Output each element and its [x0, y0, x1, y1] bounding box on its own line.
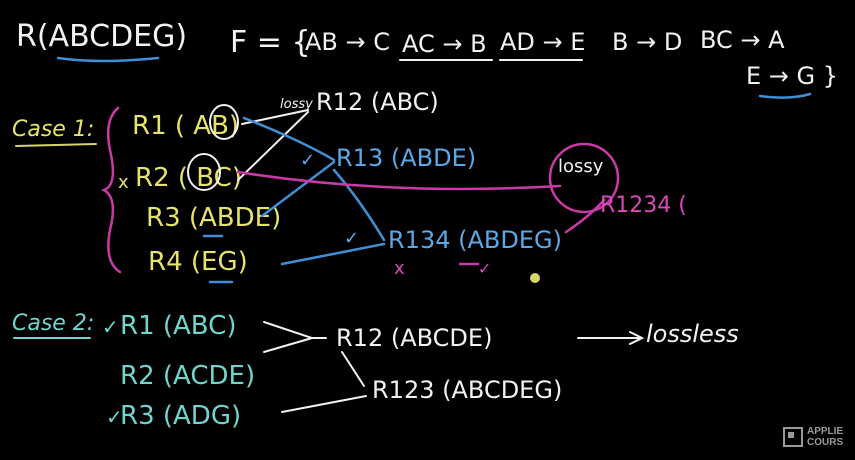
logo-line2: COURS: [807, 437, 844, 448]
case1-r4: R4 (EG): [148, 247, 248, 277]
check-r13: ✓: [300, 150, 315, 171]
case1-r12: R12 (ABC): [316, 88, 439, 116]
case2-r1: R1 (ABC): [120, 311, 236, 341]
fd-6: E → G }: [746, 62, 838, 90]
fd-3: AD → E: [500, 28, 585, 56]
arrow-r134-r1234: [564, 198, 606, 234]
case1-x-marker: x: [118, 172, 129, 193]
arrow-r4-r134: [280, 242, 386, 266]
case1-underline: [15, 143, 97, 147]
arrow-r13-r134: [332, 168, 386, 242]
pointer-dot: [530, 273, 540, 283]
case1-r1234: R1234 (: [600, 193, 687, 218]
case2-label: Case 2:: [12, 311, 94, 336]
logo-text: APPLIE COURS: [807, 426, 843, 448]
relation-underline: [56, 56, 160, 63]
case2-r12: R12 (ABCDE): [336, 324, 492, 352]
arrow-r3-r13: [260, 160, 336, 218]
applied-course-logo: APPLIE COURS: [783, 420, 853, 454]
fd-1: AB → C: [305, 28, 390, 56]
case2-r3: R3 (ADG): [120, 401, 241, 431]
case1-r134: R134 (ABDEG): [388, 226, 562, 254]
lossy-circle-label: lossy: [558, 156, 604, 177]
arrow-r2-r12: [237, 111, 309, 181]
arrow-r2-lossy: [236, 170, 562, 191]
fd-label: F = {: [230, 25, 311, 60]
arrow-r12-r123: [341, 351, 365, 387]
case1-r3: R3 (ABDE): [146, 203, 281, 233]
case2-r2: R2 (ACDE): [120, 361, 255, 391]
logo-line1: APPLIE: [807, 426, 844, 437]
arrow-r1-r13: [242, 116, 336, 162]
fd-2: AC → B: [402, 30, 487, 58]
lossy-top-label: lossy: [280, 97, 313, 112]
case1-label: Case 1:: [12, 117, 94, 142]
case1-r1-circle: [209, 104, 239, 140]
check-r134: ✓: [344, 228, 359, 249]
lossy-circle: [548, 142, 620, 214]
case1-r13: R13 (ABDE): [336, 144, 476, 172]
fd-5: BC → A: [700, 26, 785, 54]
case2-result: lossless: [646, 320, 739, 348]
case2-r123: R123 (ABCDEG): [372, 376, 562, 404]
case1-brace: [101, 106, 122, 274]
fd-6-underline: [758, 92, 812, 99]
r134-pink-checks: ✓: [478, 259, 491, 278]
arrow-r3-r123: [281, 395, 367, 413]
case1-x-mark: x: [394, 258, 405, 279]
result-arrowhead: [629, 331, 645, 345]
fd-4: B → D: [612, 28, 682, 56]
relation-title: R(ABCDEG): [16, 19, 187, 54]
logo-mark-icon: [783, 427, 803, 447]
case2-check-r1: ✓: [102, 315, 119, 339]
case2-check-r3: ✓: [106, 405, 123, 429]
case1-r1: R1 ( AB): [132, 111, 239, 141]
case1-r2-circle: [187, 153, 221, 191]
merge-arrow-r1-r2: [263, 321, 316, 353]
